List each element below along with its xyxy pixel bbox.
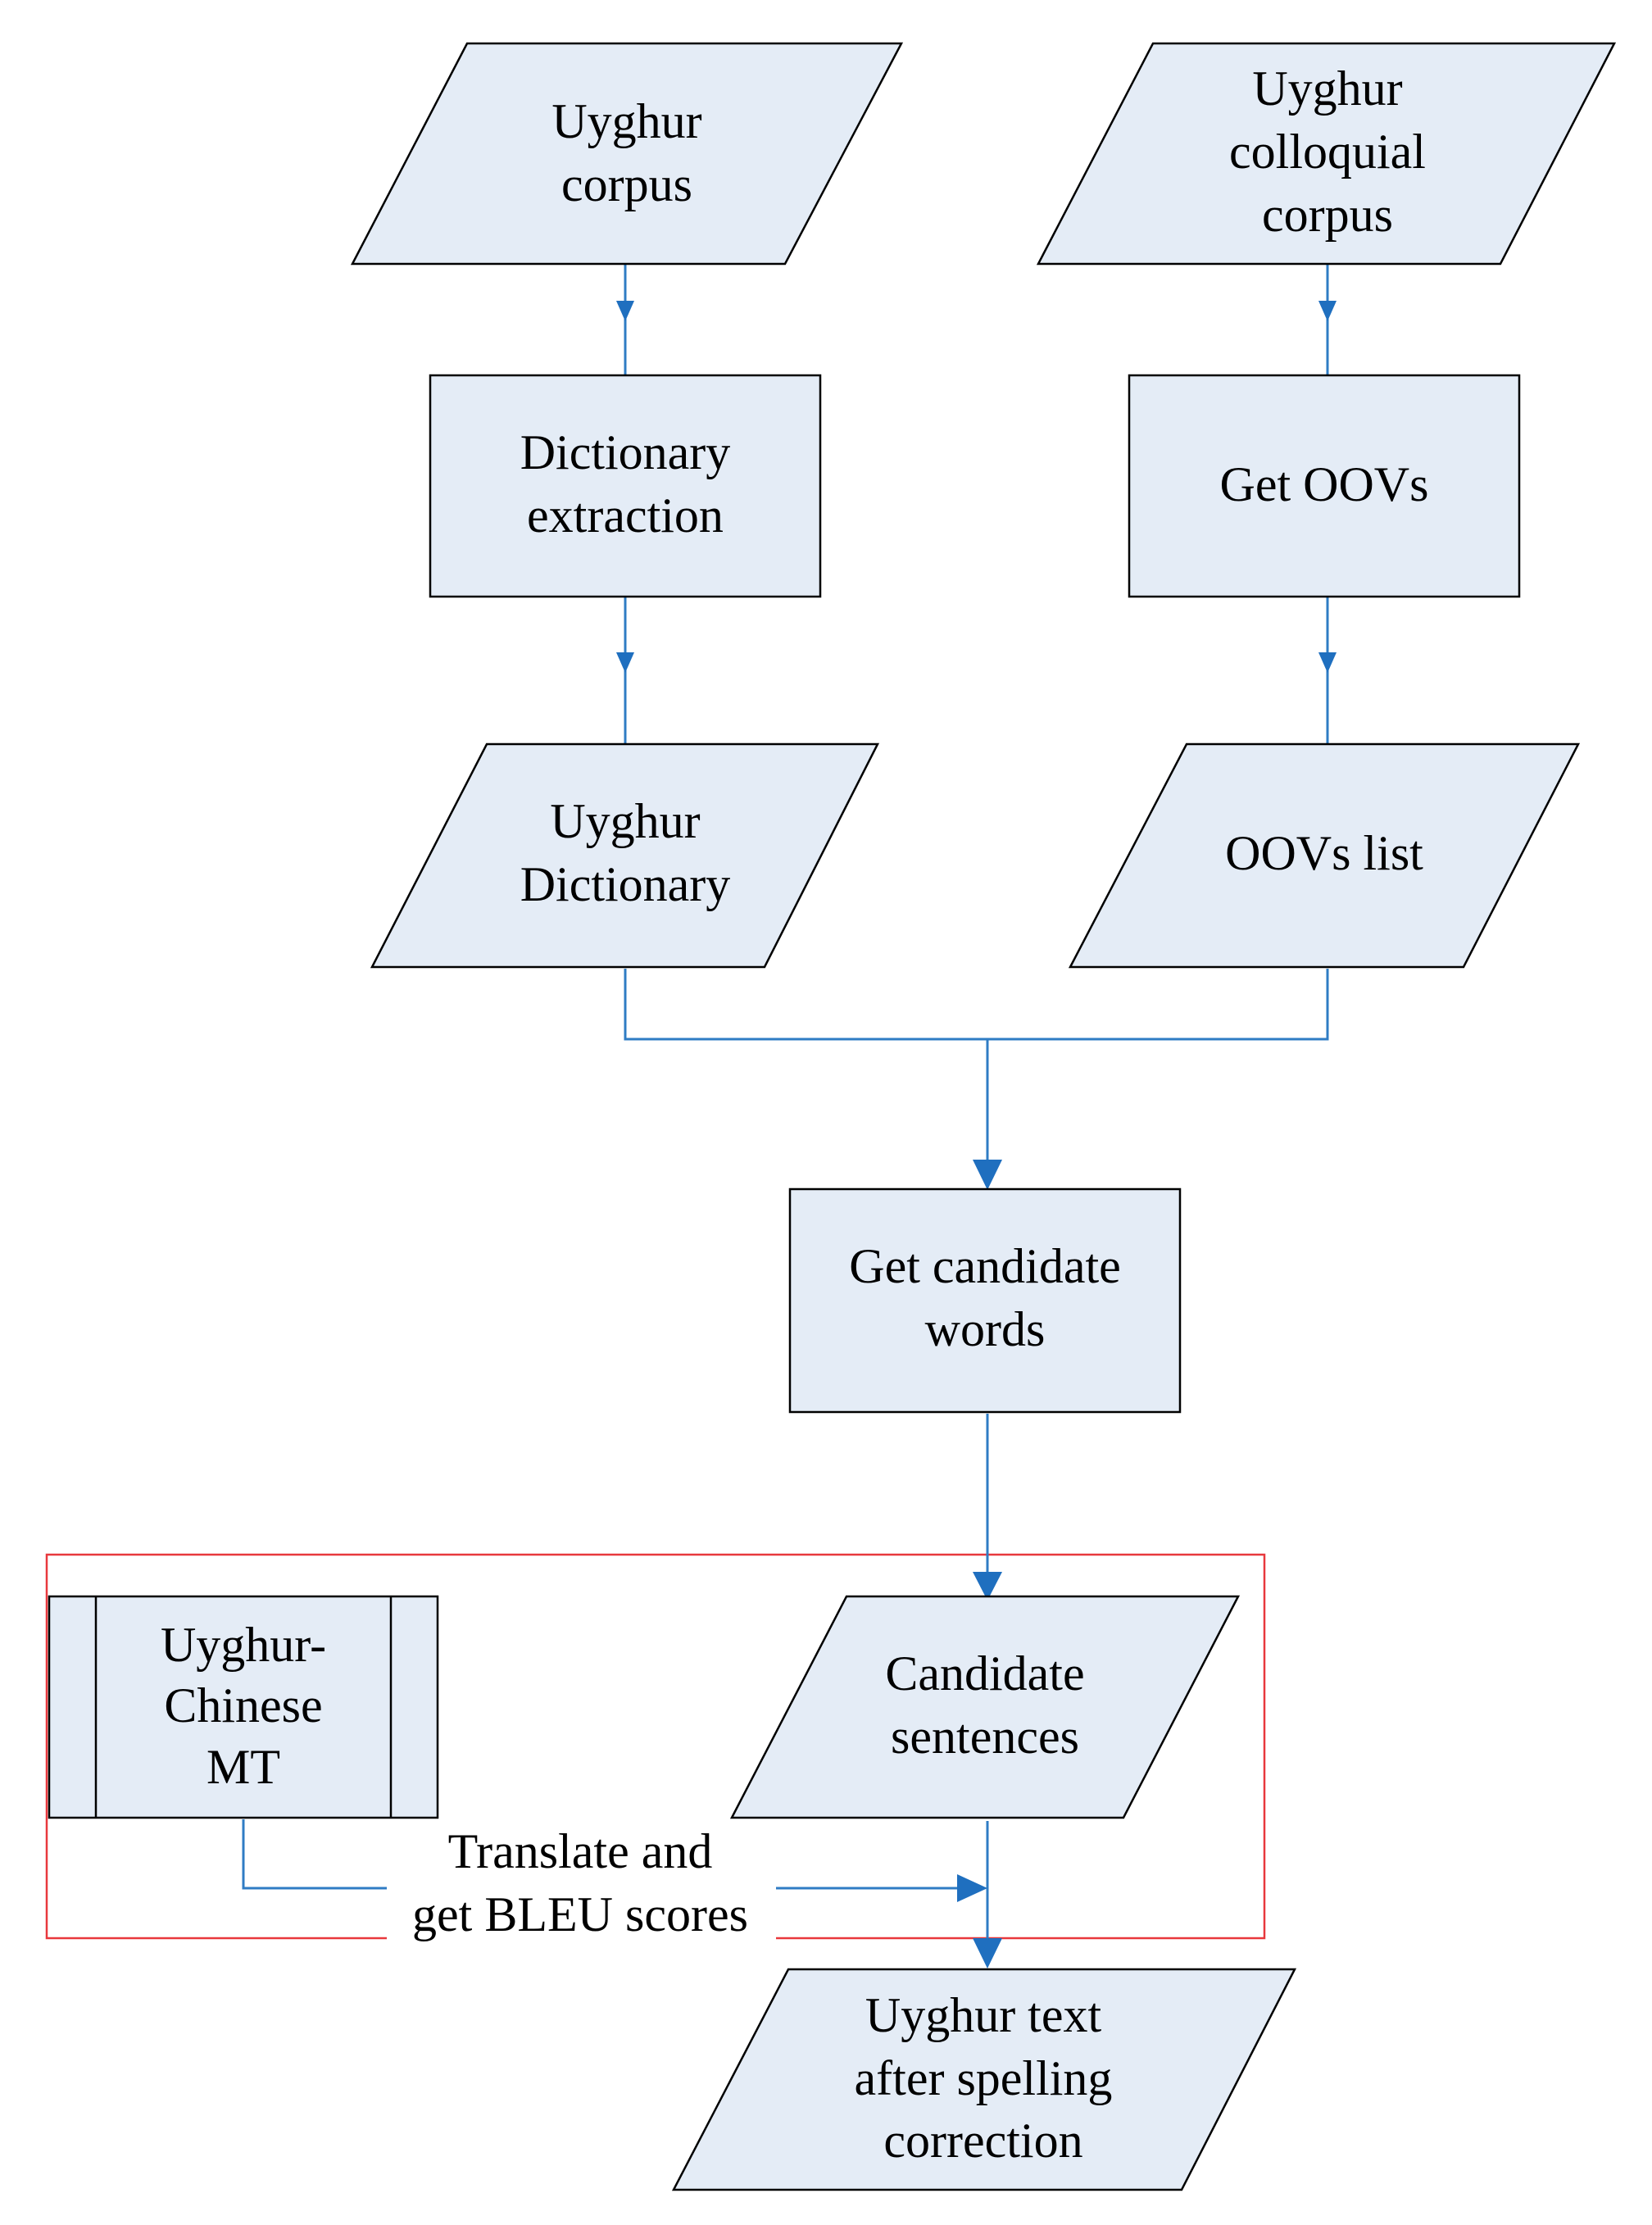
node-uyghur-text-output-line-2: after spelling <box>855 2051 1113 2105</box>
node-uyghur-chinese-mt-line-2: Chinese <box>164 1678 322 1732</box>
node-candidate-sentences-line-1: Candidate <box>885 1646 1084 1701</box>
arrowhead-translate <box>957 1874 987 1902</box>
arrowhead-output <box>973 1938 1002 1968</box>
node-uyghur-colloquial-corpus: Uyghur colloquial corpus <box>1036 42 1617 266</box>
node-get-oovs-line-1: Get OOVs <box>1220 457 1429 511</box>
node-dictionary-extraction-line-2: extraction <box>527 488 724 543</box>
node-get-oovs: Get OOVs <box>1128 374 1521 598</box>
node-dictionary-extraction: Dictionary extraction <box>429 374 822 598</box>
node-get-candidate-words-line-1: Get candidate <box>849 1239 1121 1293</box>
arrowhead-getoovs <box>1318 301 1337 321</box>
node-colloquial-corpus-line-3: corpus <box>1262 188 1393 242</box>
edge-label-translate-line-2: get BLEU scores <box>412 1887 748 1941</box>
node-candidate-sentences-line-2: sentences <box>891 1710 1079 1764</box>
node-uyghur-text-output-line-1: Uyghur text <box>865 1988 1102 2042</box>
node-uyghur-text-output-line-3: correction <box>883 2114 1082 2168</box>
node-get-candidate-words: Get candidate words <box>788 1187 1182 1414</box>
edge-merge-to-candidate-words <box>624 969 1329 1041</box>
node-uyghur-chinese-mt-line-1: Uyghur- <box>161 1618 326 1672</box>
node-candidate-sentences: Candidate sentences <box>729 1595 1241 1819</box>
arrowhead-oovslist <box>1318 652 1337 673</box>
node-uyghur-corpus-line-1: Uyghur <box>551 94 701 148</box>
node-get-candidate-words-line-2: words <box>925 1302 1046 1356</box>
node-uyghur-corpus: Uyghur corpus <box>350 42 904 266</box>
node-colloquial-corpus-line-1: Uyghur <box>1252 61 1402 116</box>
node-uyghur-text-output: Uyghur text after spelling correction <box>671 1968 1297 2191</box>
node-oovs-list-line-1: OOVs list <box>1225 826 1423 880</box>
arrowhead-extraction <box>616 301 634 321</box>
arrowhead-dictionary <box>616 652 634 673</box>
node-dictionary-extraction-line-1: Dictionary <box>520 425 731 479</box>
node-oovs-list: OOVs list <box>1068 742 1581 969</box>
arrowhead-candidate-sentences <box>973 1572 1002 1601</box>
node-colloquial-corpus-line-2: colloquial <box>1229 125 1426 179</box>
node-uyghur-chinese-mt-line-3: MT <box>206 1740 280 1794</box>
node-uyghur-dictionary: Uyghur Dictionary <box>370 742 880 969</box>
arrowhead-candidate-words <box>973 1160 1002 1190</box>
node-uyghur-dictionary-line-1: Uyghur <box>550 794 700 848</box>
edge-label-translate: Translate and get BLEU scores <box>387 1823 776 1942</box>
edge-label-translate-line-1: Translate and <box>448 1824 713 1878</box>
node-uyghur-corpus-line-2: corpus <box>561 157 692 211</box>
node-uyghur-dictionary-line-2: Dictionary <box>520 857 731 911</box>
node-uyghur-chinese-mt: Uyghur- Chinese MT <box>48 1595 439 1819</box>
